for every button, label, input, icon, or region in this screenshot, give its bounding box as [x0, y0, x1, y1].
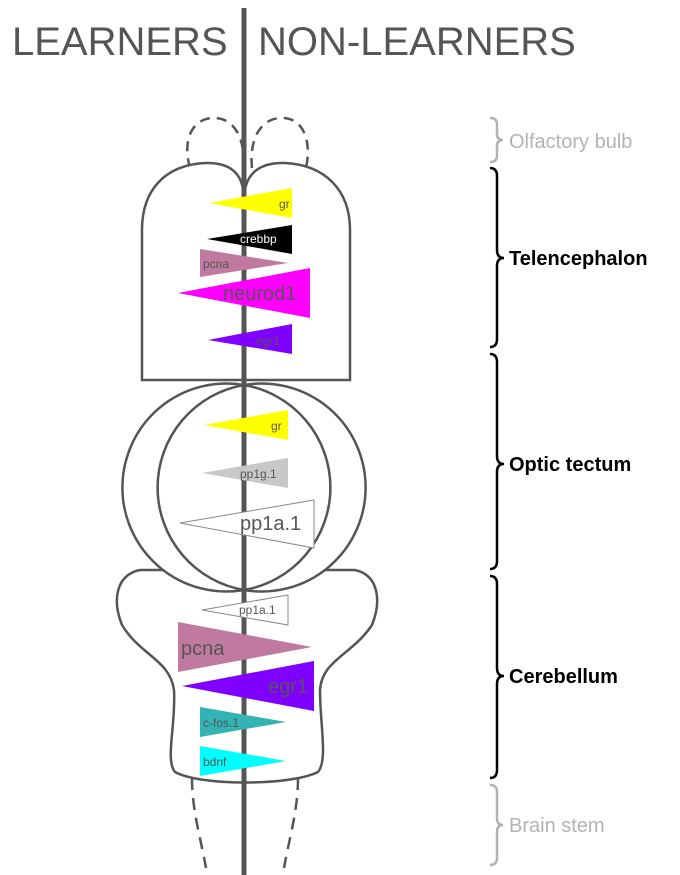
- gene-label: c-fos.1: [203, 716, 239, 730]
- bracket-optic-tectum: [490, 354, 504, 569]
- learners-heading: LEARNERS: [12, 20, 228, 64]
- olfactory-bulb-left-outline: [187, 118, 243, 168]
- bracket-telencephalon: [490, 168, 504, 347]
- gene-label: pcna: [203, 257, 229, 271]
- region-brackets: [490, 118, 504, 865]
- region-labels: Olfactory bulb Telencephalon Optic tectu…: [509, 131, 648, 837]
- gene-label: pp1a.1: [239, 603, 276, 617]
- gene-label: gr: [271, 419, 282, 433]
- bracket-cerebellum: [490, 576, 504, 778]
- optic-tectum-left-lobe: [122, 384, 244, 592]
- gene-label: pcna: [181, 638, 225, 660]
- gene-label: pp1g.1: [240, 467, 277, 481]
- bracket-olfactory-bulb: [490, 118, 503, 162]
- region-label-cerebellum: Cerebellum: [509, 666, 618, 688]
- gene-label: egr1: [268, 676, 308, 698]
- region-label-optic-tectum: Optic tectum: [509, 454, 631, 476]
- gene-label: crebbp: [240, 232, 277, 246]
- gene-label: egr1: [256, 334, 280, 348]
- bracket-brain-stem: [490, 785, 503, 865]
- non-learners-heading: NON-LEARNERS: [258, 20, 576, 64]
- gene-label: bdnf: [203, 755, 227, 769]
- gene-label: neurod1: [223, 283, 296, 305]
- olfactory-bulb-right-outline: [252, 118, 308, 168]
- gene-label: pp1a.1: [240, 513, 301, 535]
- region-label-olfactory-bulb: Olfactory bulb: [509, 131, 632, 153]
- region-label-telencephalon: Telencephalon: [509, 248, 648, 270]
- region-label-brain-stem: Brain stem: [509, 815, 605, 837]
- gene-label: gr: [279, 197, 290, 211]
- brain-stem-left-outline: [192, 778, 206, 868]
- brain-stem-right-outline: [284, 778, 298, 868]
